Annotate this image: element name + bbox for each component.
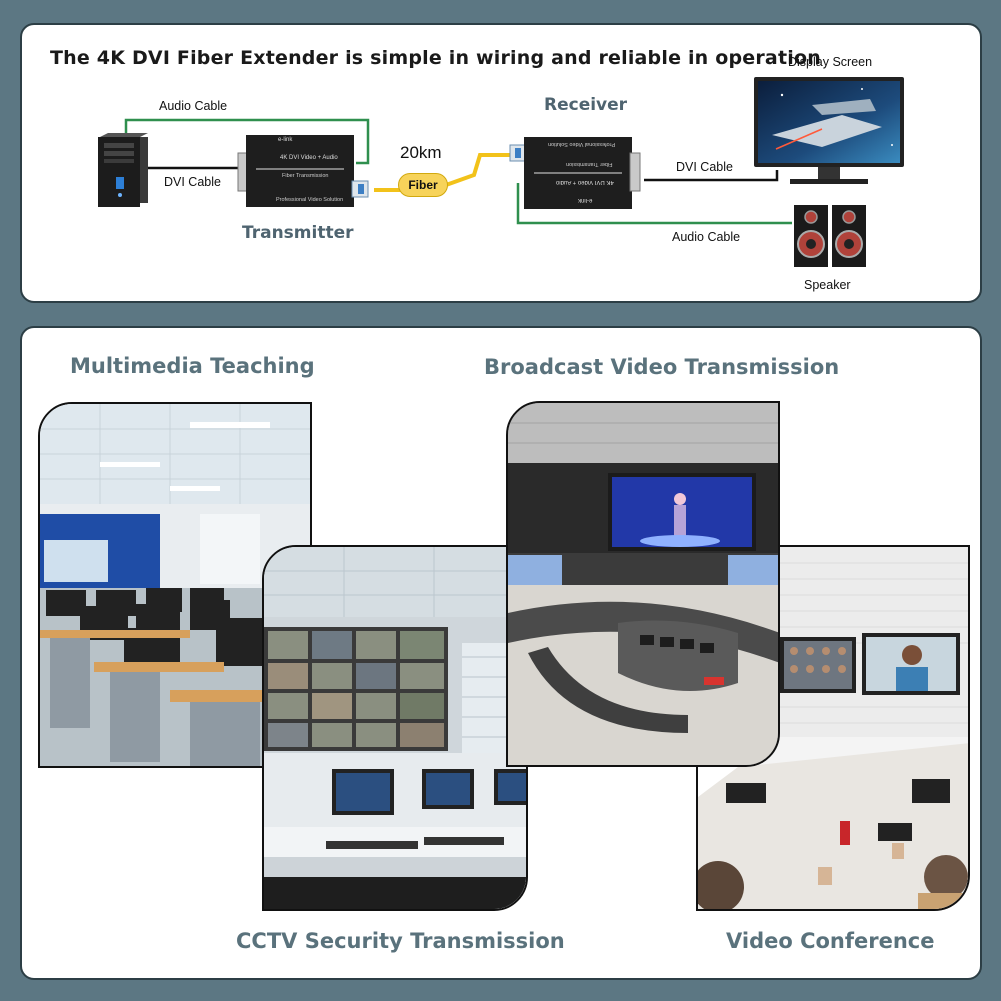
fiber-badge: Fiber <box>398 173 448 197</box>
audio-cable-left-line <box>124 118 370 165</box>
dvi-cable-right-label: DVI Cable <box>676 160 733 174</box>
scene-title-video-conference: Video Conference <box>726 929 935 953</box>
speaker-icon <box>794 205 866 267</box>
receiver-model: 4K DVI Video + Audio <box>556 179 614 185</box>
scene-title-multimedia: Multimedia Teaching <box>70 354 315 378</box>
dvi-cable-left-label: DVI Cable <box>164 175 221 189</box>
pc-tower-icon <box>98 133 148 207</box>
receiver-brand: e-link <box>578 197 593 203</box>
transmitter-line: Fiber Transmission <box>282 173 329 179</box>
transmitter-model: 4K DVI Video + Audio <box>280 155 338 161</box>
transmitter-brand: e-link <box>278 137 293 143</box>
receiver-box-icon <box>509 137 641 209</box>
classroom-image <box>40 404 310 766</box>
transmitter-box-icon <box>237 135 369 207</box>
speaker-label: Speaker <box>804 278 851 292</box>
applications-panel: Multimedia Teaching Broadcast Video Tran… <box>20 326 982 980</box>
dvi-cable-right-line <box>644 170 779 182</box>
display-screen-label: Display Screen <box>788 55 873 69</box>
transmitter-footer: Professional Video Solution <box>276 197 344 203</box>
cctv-control-room-image <box>264 547 526 909</box>
diagram-title: The 4K DVI Fiber Extender is simple in w… <box>50 47 821 69</box>
receiver-line: Fiber Transmission <box>566 161 613 167</box>
display-monitor-icon <box>754 77 904 184</box>
audio-cable-left-label: Audio Cable <box>159 99 228 113</box>
scene-title-broadcast: Broadcast Video Transmission <box>484 355 840 379</box>
audio-cable-right-label: Audio Cable <box>672 230 741 244</box>
photo-cctv-security <box>262 545 528 911</box>
distance-label: 20km <box>400 143 442 162</box>
receiver-device: Professional Video Solution Fiber Transm… <box>508 135 644 213</box>
receiver-footer: Professional Video Solution <box>548 141 616 147</box>
transmitter-label: Transmitter <box>242 223 354 243</box>
audio-cable-right-line <box>516 183 792 225</box>
receiver-label: Receiver <box>544 95 628 115</box>
photo-multimedia-teaching <box>38 402 312 768</box>
wiring-diagram-panel: The 4K DVI Fiber Extender is simple in w… <box>20 23 982 303</box>
broadcast-control-room-image <box>508 403 778 765</box>
transmitter-device: e-link 4K DVI Video + Audio Fiber Transm… <box>234 133 370 211</box>
photo-broadcast-video <box>506 401 780 767</box>
scene-title-cctv: CCTV Security Transmission <box>236 929 565 953</box>
